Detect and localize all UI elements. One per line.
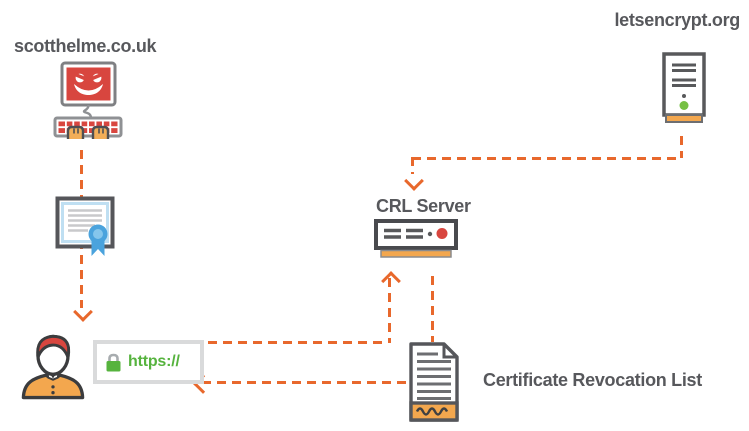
crl-list-label: Certificate Revocation List xyxy=(483,370,702,390)
rack-server-icon xyxy=(374,219,458,259)
document-icon xyxy=(408,342,460,422)
edge-browser-to-crlserver-seg2 xyxy=(388,278,391,343)
arrowhead-down-to-user-icon xyxy=(73,302,93,322)
site-label: scotthelme.co.uk xyxy=(14,36,157,56)
person-icon xyxy=(20,331,86,401)
crl-server-label: CRL Server xyxy=(376,196,471,216)
edge-ca-to-crlserver-seg1 xyxy=(680,136,683,158)
edge-ca-to-crlserver-seg2 xyxy=(412,157,682,160)
padlock-icon xyxy=(104,352,123,373)
certificate-icon xyxy=(55,196,117,260)
edge-document-to-browser-seg xyxy=(202,381,410,384)
server-tower-icon xyxy=(662,52,706,126)
arrowhead-down-to-crl-server-icon xyxy=(404,171,424,191)
address-url-text: https:// xyxy=(128,353,180,370)
edge-browser-to-crlserver-seg1 xyxy=(193,341,388,344)
arrowhead-up-to-crl-server-icon xyxy=(381,271,401,291)
hacker-computer-icon xyxy=(48,61,128,139)
ca-label: letsencrypt.org xyxy=(614,10,740,30)
edge-ca-to-crlserver-seg3 xyxy=(411,157,414,174)
edge-crlserver-to-document-seg xyxy=(431,276,434,342)
browser-address-bar[interactable]: https:// xyxy=(93,340,204,384)
